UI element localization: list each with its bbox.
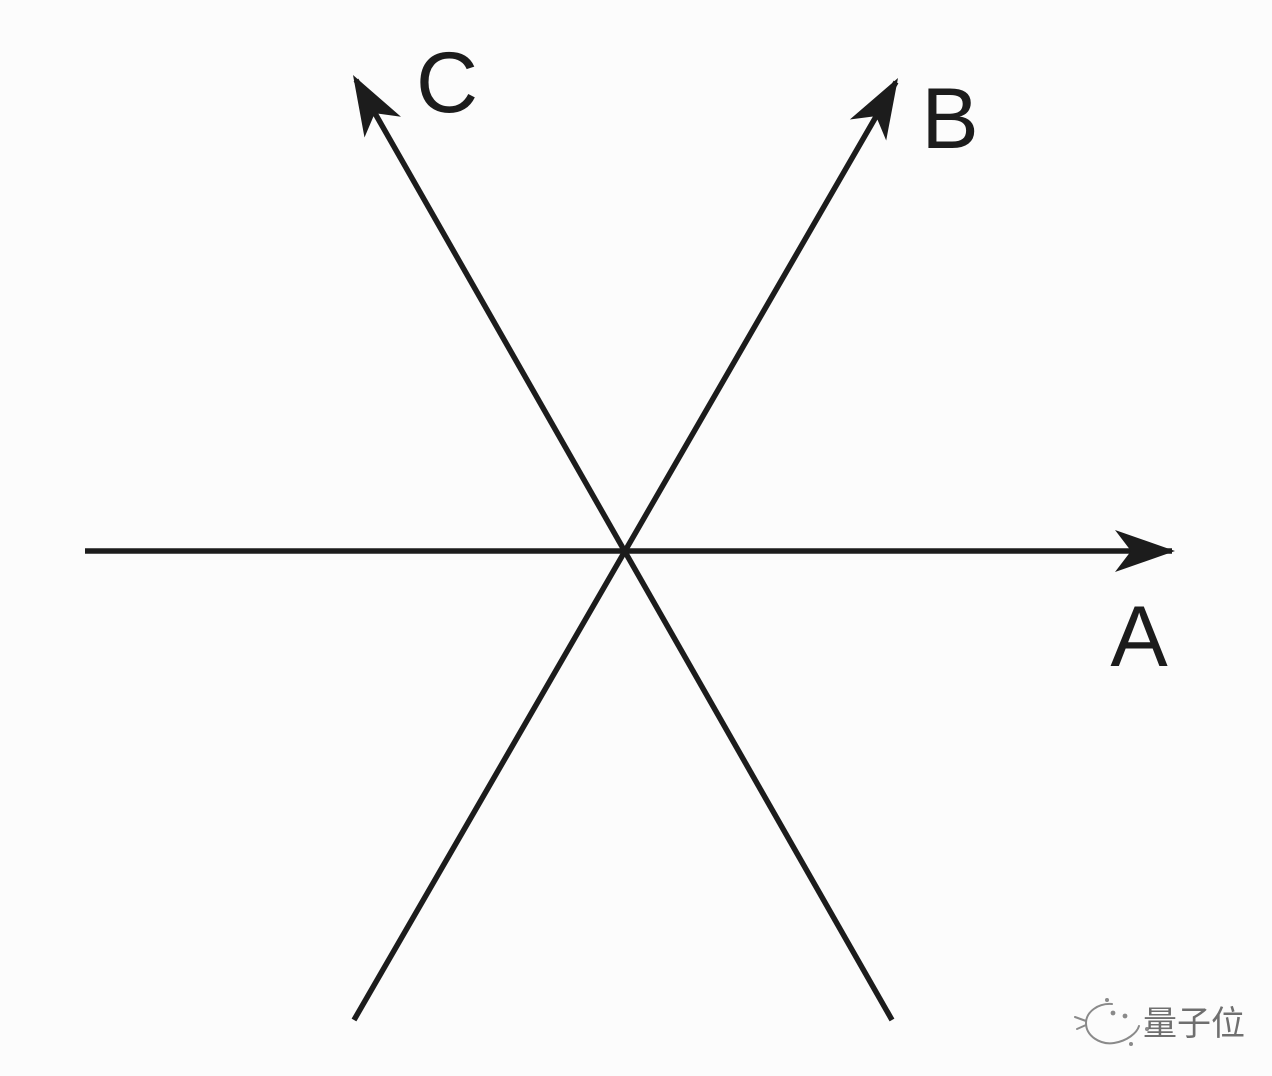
watermark-text: 量子位 xyxy=(1143,1005,1245,1043)
vector-c-label: C xyxy=(416,35,478,131)
qbitai-bird-icon xyxy=(1074,998,1149,1046)
watermark: 量子位 xyxy=(1074,998,1245,1046)
vector-b: B xyxy=(351,71,979,1022)
vector-c: C xyxy=(353,35,895,1022)
vector-b-label: B xyxy=(921,71,978,167)
vector-b-arrowhead xyxy=(849,78,898,141)
vector-c-arrowhead xyxy=(353,75,401,138)
vector-c-line xyxy=(353,78,895,1022)
vector-a-arrowhead xyxy=(1115,530,1175,572)
vector-a: A xyxy=(85,530,1175,685)
vector-a-label: A xyxy=(1110,589,1168,685)
